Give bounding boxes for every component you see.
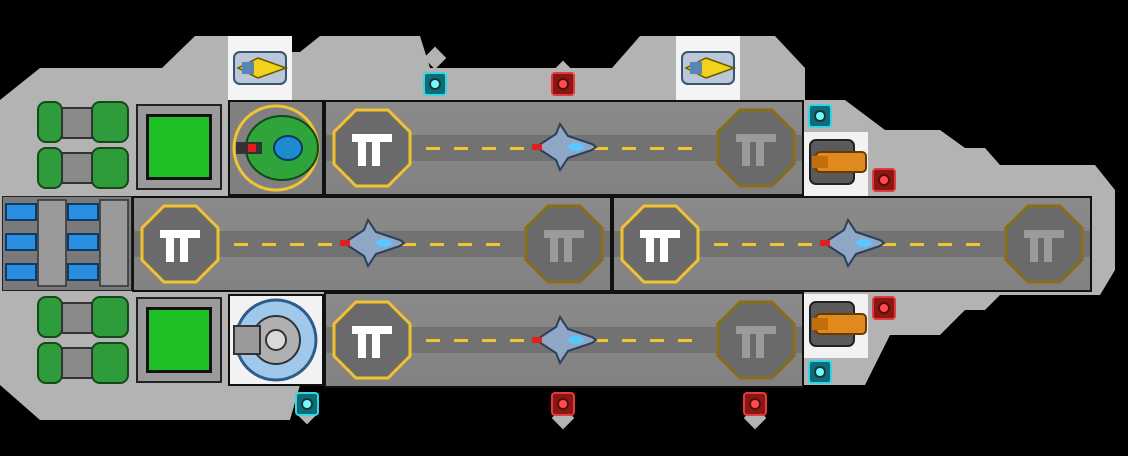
launch-pad-icon[interactable]: [524, 204, 604, 284]
turret-icon[interactable]: [676, 42, 740, 92]
cyan-door-icon[interactable]: [295, 392, 319, 416]
engine-icon[interactable]: [34, 98, 134, 193]
reactor-icon[interactable]: [136, 297, 222, 383]
launch-pad-icon[interactable]: [332, 300, 412, 380]
red-door-icon[interactable]: [551, 392, 575, 416]
red-door-icon[interactable]: [743, 392, 767, 416]
pilot-station-icon: [232, 104, 320, 192]
cyan-door-icon[interactable]: [423, 72, 447, 96]
launch-pad-icon[interactable]: [716, 108, 796, 188]
shield-room[interactable]: [228, 294, 324, 386]
red-door-icon[interactable]: [872, 296, 896, 320]
thruster-icon[interactable]: [2, 196, 132, 291]
engine-icon[interactable]: [34, 293, 134, 388]
cyan-door-icon[interactable]: [808, 104, 832, 128]
fighter-ship-icon[interactable]: [338, 218, 408, 268]
fighter-ship-icon[interactable]: [818, 218, 888, 268]
weapon-mount-icon[interactable]: [806, 298, 868, 350]
red-door-icon[interactable]: [872, 168, 896, 192]
launch-pad-icon[interactable]: [716, 300, 796, 380]
fighter-ship-icon[interactable]: [530, 122, 600, 172]
reactor-icon[interactable]: [136, 104, 222, 190]
shield-station-icon: [233, 298, 318, 382]
turret-icon[interactable]: [228, 42, 292, 92]
red-door-icon[interactable]: [551, 72, 575, 96]
fighter-ship-icon[interactable]: [530, 315, 600, 365]
weapon-mount-icon[interactable]: [806, 136, 868, 188]
launch-pad-icon[interactable]: [332, 108, 412, 188]
pilot-room[interactable]: [228, 100, 324, 196]
launch-pad-icon[interactable]: [620, 204, 700, 284]
launch-pad-icon[interactable]: [140, 204, 220, 284]
cyan-door-icon[interactable]: [808, 360, 832, 384]
launch-pad-icon[interactable]: [1004, 204, 1084, 284]
